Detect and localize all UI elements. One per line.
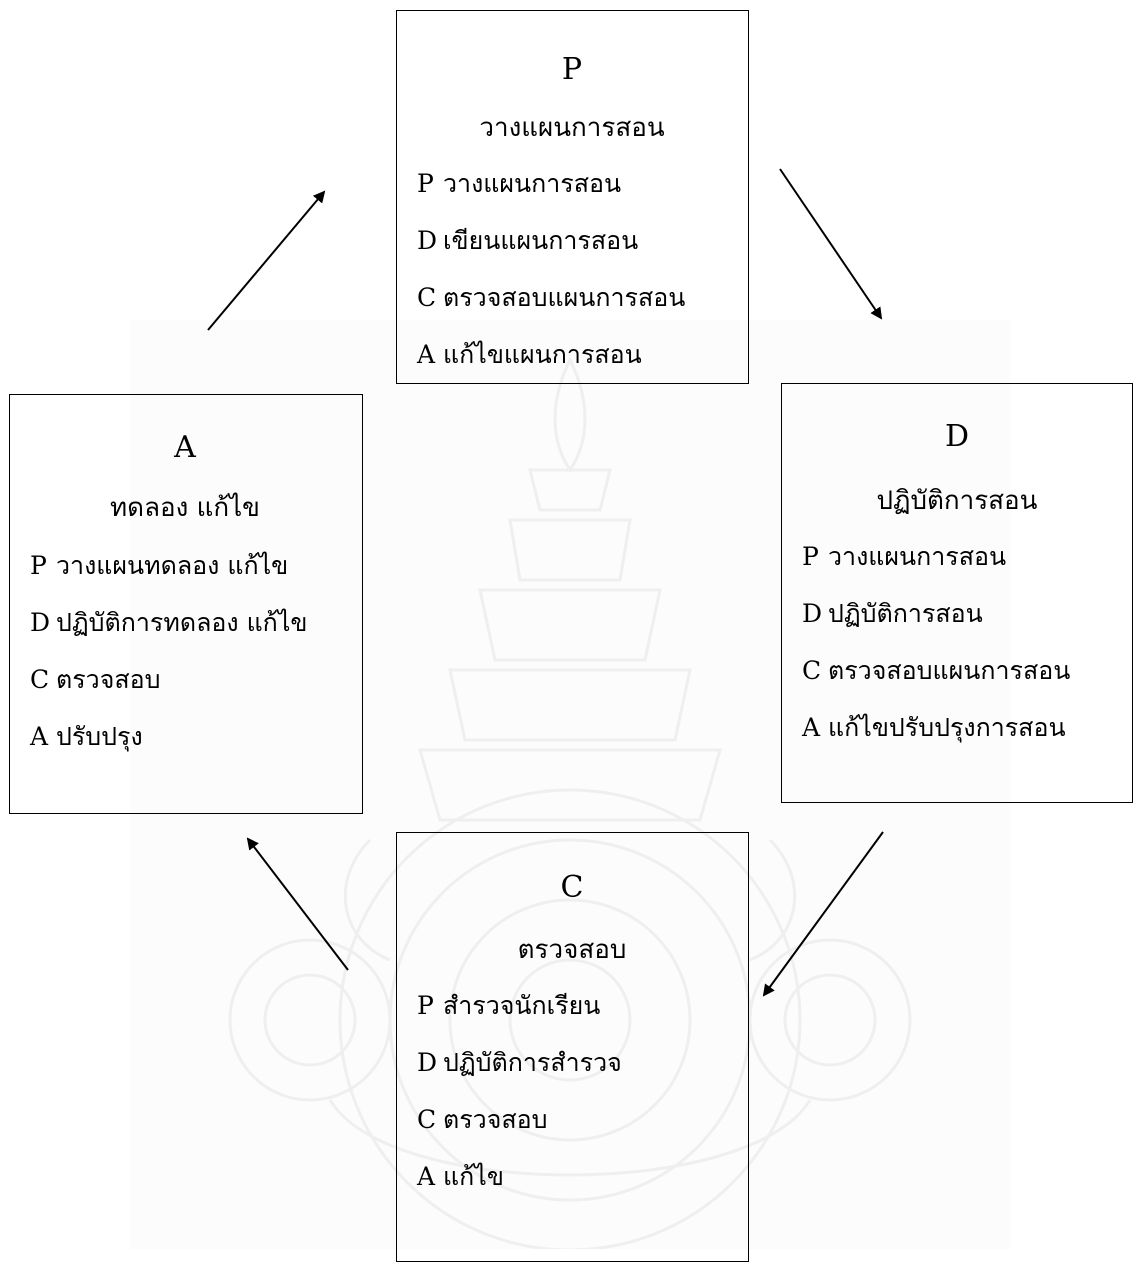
box-plan-heading: วางแผนการสอน xyxy=(479,113,665,143)
watermark-seal xyxy=(130,320,1010,1249)
arrow-p-to-d xyxy=(779,168,883,320)
box-check-letter: C xyxy=(560,870,584,905)
box-act-letter: A xyxy=(174,430,196,465)
box-do-heading: ปฏิบัติการสอน xyxy=(876,486,1038,516)
box-act-heading: ทดลอง แก้ไข xyxy=(110,493,260,523)
box-check-heading: ตรวจสอบ xyxy=(517,935,627,965)
arrow-a-to-p xyxy=(207,190,326,331)
arrow-d-to-c xyxy=(762,831,884,997)
box-do-letter: D xyxy=(944,419,970,454)
arrow-c-to-a xyxy=(246,837,349,971)
box-plan-letter: P xyxy=(561,52,583,87)
